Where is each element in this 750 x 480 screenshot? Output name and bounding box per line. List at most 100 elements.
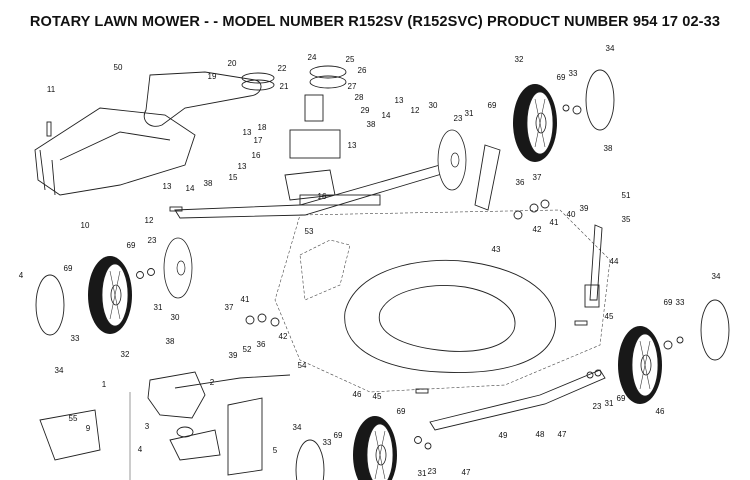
callout-38: 38 [166,337,175,346]
callout-14: 14 [382,111,391,120]
callout-10: 10 [81,221,90,230]
callout-11: 11 [47,85,56,94]
callout-13: 13 [348,141,357,150]
callout-45: 45 [373,392,382,401]
callout-28: 28 [355,93,364,102]
callout-21: 21 [280,82,289,91]
callout-13: 13 [243,128,252,137]
callout-23: 23 [454,114,463,123]
callout-46: 46 [353,390,362,399]
wheel-front-right [617,299,730,405]
callout-43: 43 [492,245,501,254]
callout-33: 33 [323,438,332,447]
rear-axle [174,159,459,219]
callout-31: 31 [465,109,474,118]
callout-23: 23 [148,236,157,245]
callout-20: 20 [228,59,237,68]
callout-42: 42 [279,332,288,341]
callout-53: 53 [305,227,314,236]
callout-47: 47 [462,468,471,477]
page-title: ROTARY LAWN MOWER - - MODEL NUMBER R152S… [29,14,721,30]
callout-69: 69 [664,298,673,307]
callout-44: 44 [610,257,619,266]
callout-33: 33 [676,298,685,307]
callout-33: 33 [569,69,578,78]
callout-40: 40 [567,210,576,219]
callout-34: 34 [712,272,721,281]
callout-19: 19 [208,72,217,81]
pulley-stack [241,65,347,201]
callout-31: 31 [154,303,163,312]
callout-13: 13 [163,182,172,191]
mower-deck [274,209,611,393]
callout-38: 38 [367,120,376,129]
callout-39: 39 [229,351,238,360]
callout-1: 1 [102,380,107,389]
callout-31: 31 [418,469,427,478]
callout-33: 33 [71,334,80,343]
callout-22: 22 [278,64,287,73]
height-adjuster [474,144,603,308]
callout-35: 35 [622,215,631,224]
wheel-rear-left [35,237,193,336]
callout-41: 41 [550,218,559,227]
callout-51: 51 [622,191,631,200]
callout-39: 39 [580,204,589,213]
callout-26: 26 [358,66,367,75]
callout-36: 36 [257,340,266,349]
callout-14: 14 [186,184,195,193]
wheel-rear-right [437,69,615,191]
callout-36: 36 [516,178,525,187]
callout-37: 37 [533,173,542,182]
callout-15: 15 [229,173,238,182]
callout-3: 3 [145,422,150,431]
callout-13: 13 [238,162,247,171]
callout-12: 12 [145,216,154,225]
callout-49: 49 [499,431,508,440]
callout-34: 34 [55,366,64,375]
callout-16: 16 [318,192,327,201]
callout-46: 46 [656,407,665,416]
callout-41: 41 [241,295,250,304]
drive-belt [143,71,262,127]
callout-5: 5 [273,446,278,455]
callout-69: 69 [334,431,343,440]
callout-45: 45 [605,312,614,321]
callout-31: 31 [605,399,614,408]
callout-32: 32 [121,350,130,359]
callout-30: 30 [171,313,180,322]
callout-30: 30 [429,101,438,110]
callout-9: 9 [86,424,91,433]
callout-17: 17 [254,136,263,145]
callout-4: 4 [138,445,143,454]
wheel-front-left [295,415,398,480]
callout-54: 54 [298,361,307,370]
callout-69: 69 [557,73,566,82]
callout-16: 16 [252,151,261,160]
callout-24: 24 [308,53,317,62]
callout-69: 69 [127,241,136,250]
callout-2: 2 [210,378,215,387]
callout-32: 32 [515,55,524,64]
callout-38: 38 [204,179,213,188]
callout-23: 23 [428,467,437,476]
inset-bag-parts [39,371,263,480]
callout-69: 69 [488,101,497,110]
callout-4: 4 [19,271,24,280]
callout-38: 38 [604,144,613,153]
callout-69: 69 [617,394,626,403]
callout-25: 25 [346,55,355,64]
callout-18: 18 [258,123,267,132]
callout-52: 52 [243,345,252,354]
callout-29: 29 [361,106,370,115]
callout-69: 69 [397,407,406,416]
callout-12: 12 [411,106,420,115]
callout-34: 34 [606,44,615,53]
callout-34: 34 [293,423,302,432]
callout-37: 37 [225,303,234,312]
callout-48: 48 [536,430,545,439]
small-parts [46,104,684,450]
belt-cover [34,107,196,196]
